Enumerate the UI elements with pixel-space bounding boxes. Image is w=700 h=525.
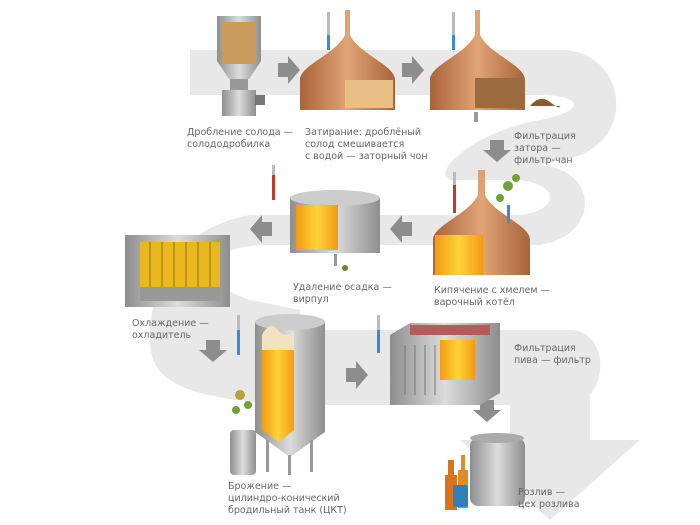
label-line: Брожение — bbox=[228, 481, 292, 492]
label-line: бродильный танк (ЦКТ) bbox=[228, 505, 347, 516]
arrow-down-icon bbox=[199, 340, 227, 362]
mash-tun-illustration bbox=[300, 10, 395, 110]
boil-kettle-illustration bbox=[433, 170, 530, 275]
beer-filter-illustration bbox=[377, 315, 500, 405]
arrow-left-icon bbox=[250, 215, 272, 243]
fermentation-tank-illustration bbox=[230, 314, 325, 475]
label-line: Розлив — bbox=[518, 487, 565, 498]
label-line: Фильтрация bbox=[514, 131, 576, 142]
label-line: фильтр-чан bbox=[514, 155, 573, 166]
label-line: Дробление солода — bbox=[187, 127, 294, 138]
label-line: цилиндро-конический bbox=[228, 493, 340, 504]
label-line: варочный котёл bbox=[434, 297, 515, 308]
label-line: затора — bbox=[514, 143, 561, 154]
arrow-down-icon bbox=[483, 140, 511, 162]
label-line: Кипячение с хмелем — bbox=[434, 285, 551, 296]
step-label-bottling: Розлив —цех розлива bbox=[518, 487, 580, 511]
lauter-tun-illustration bbox=[430, 10, 560, 122]
arrow-right-icon bbox=[402, 56, 424, 84]
malt-mill-illustration bbox=[217, 16, 265, 116]
step-label-boiling: Кипячение с хмелем —варочный котёл bbox=[434, 285, 550, 309]
label-line: охладитель bbox=[132, 330, 192, 341]
step-label-cooling: Охлаждение —охладитель bbox=[132, 318, 209, 342]
arrow-down-icon bbox=[473, 400, 501, 422]
label-line: с водой — заторный чон bbox=[305, 151, 428, 162]
label-line: Затирание: дроблёный bbox=[305, 127, 421, 138]
label-line: солододробилка bbox=[187, 139, 271, 150]
label-line: солод смешивается bbox=[305, 139, 405, 150]
label-line: Фильтрация bbox=[514, 343, 576, 354]
keg-and-bottles-illustration bbox=[445, 433, 525, 510]
cooler-illustration bbox=[125, 165, 275, 307]
arrow-left-icon bbox=[390, 215, 412, 243]
whirlpool-illustration bbox=[290, 190, 380, 271]
label-line: вирпул bbox=[293, 294, 329, 305]
arrow-right-icon bbox=[346, 361, 368, 389]
step-label-milling: Дробление солода —солододробилка bbox=[187, 127, 293, 151]
label-line: пива — фильтр bbox=[514, 355, 591, 366]
label-line: Охлаждение — bbox=[132, 318, 209, 329]
label-line: цех розлива bbox=[518, 499, 580, 510]
arrow-right-icon bbox=[278, 56, 300, 84]
label-line: Удаление осадка — bbox=[293, 282, 392, 293]
step-label-whirlpool: Удаление осадка —вирпул bbox=[293, 282, 392, 306]
